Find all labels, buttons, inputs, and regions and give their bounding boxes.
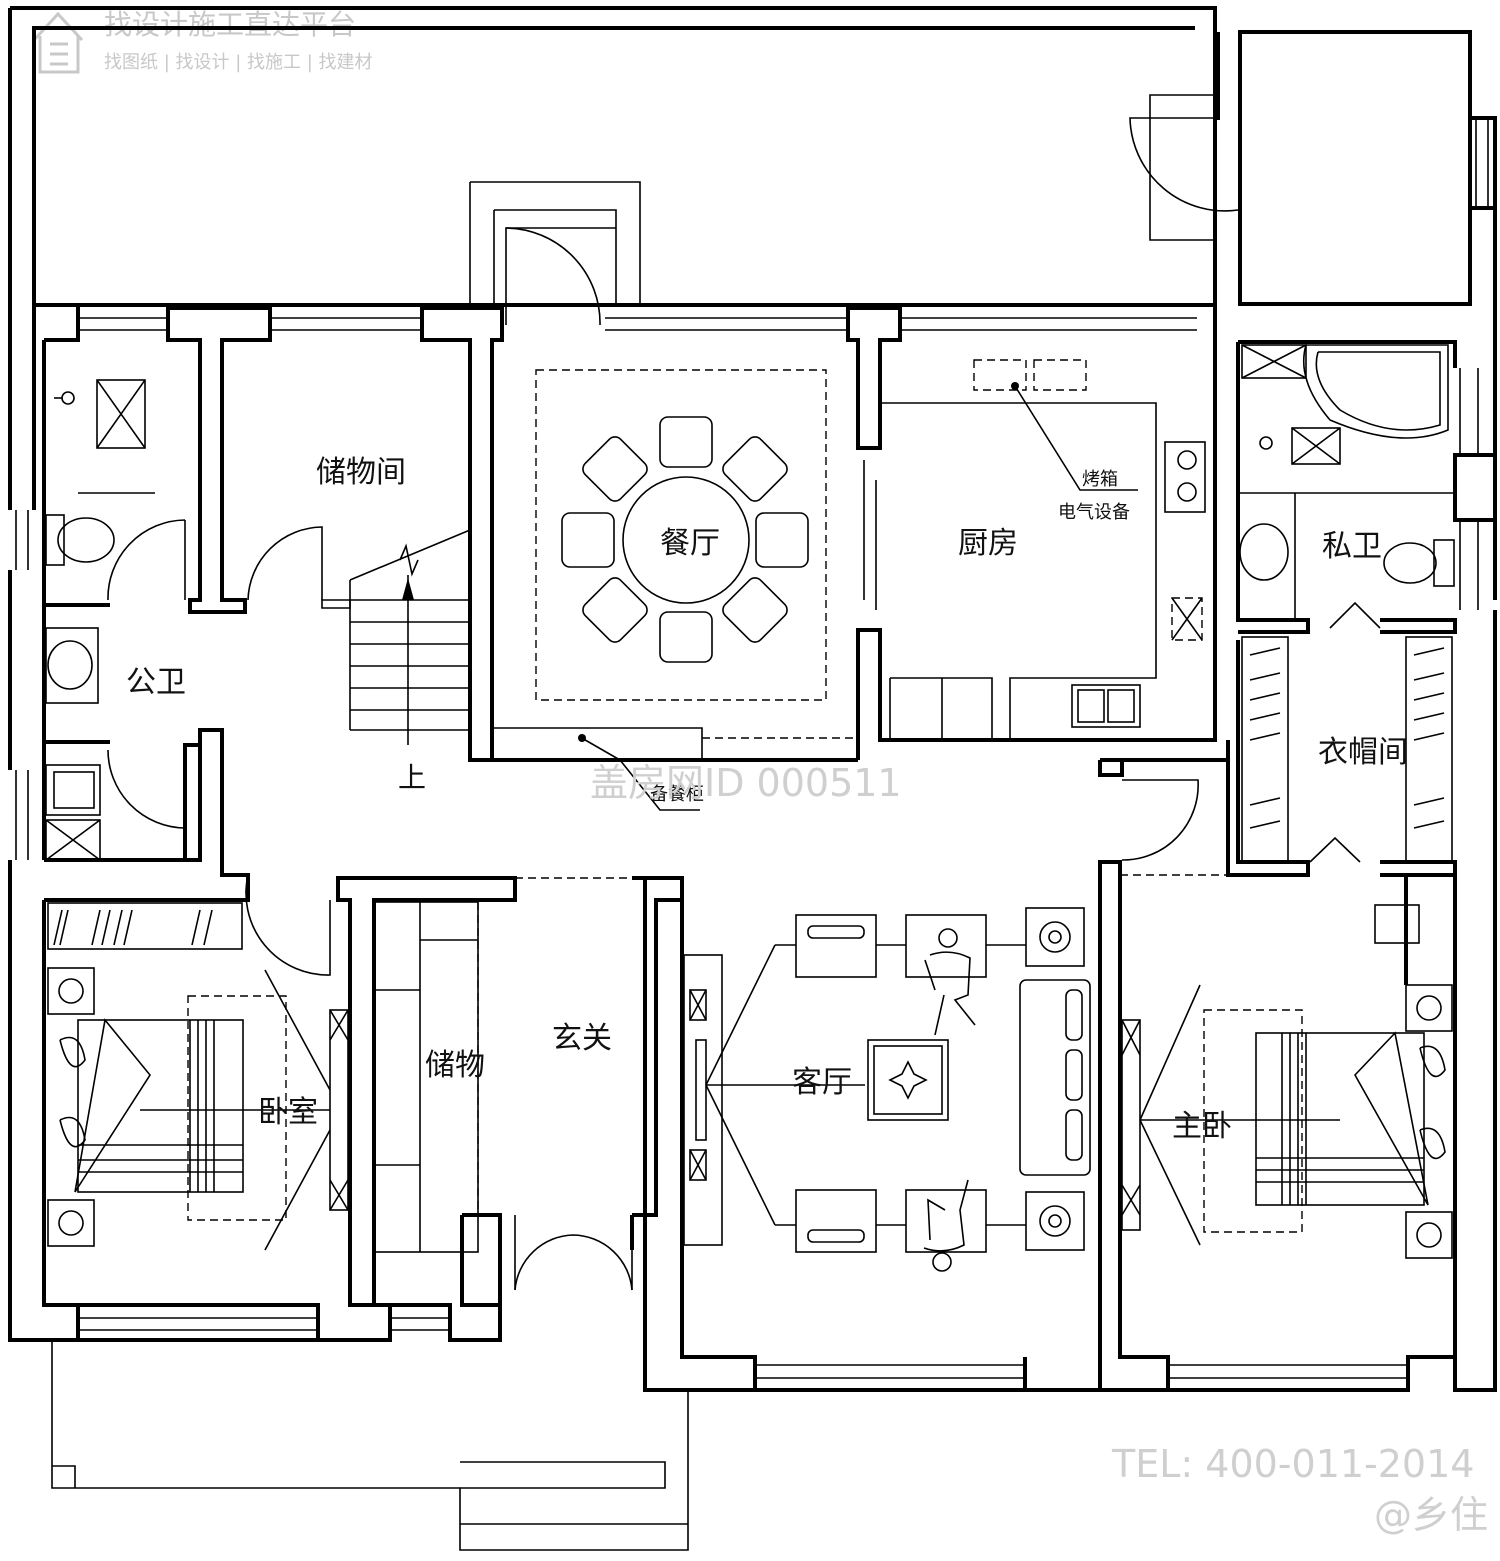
dining-label: 餐厅 [660, 526, 720, 561]
public-bath-label: 公卫 [126, 665, 186, 700]
storage-label: 储物 [425, 1048, 485, 1083]
staircase [247, 526, 471, 745]
private-bathroom [1239, 344, 1455, 629]
wardrobe [1241, 636, 1453, 863]
living-room [683, 907, 1091, 1272]
porch [51, 1340, 689, 1551]
dining-area [492, 369, 858, 811]
master-bedroom-label: 主卧 [1172, 1109, 1232, 1144]
person-figure-2-icon [923, 1179, 969, 1272]
watermark-user: @乡住 [1374, 1493, 1488, 1537]
public-bathroom [45, 379, 186, 861]
watermark-id: 盖房网ID 000511 [590, 761, 902, 805]
watermark-title: 找设计施工直达平台 [104, 8, 356, 41]
kitchen-label: 厨房 [958, 526, 1018, 561]
stairs-up-label: 上 [398, 761, 426, 794]
storage-room-label: 储物间 [316, 455, 406, 490]
rear-entry [469, 94, 1239, 326]
electrical-label: 电气设备 [1058, 502, 1130, 523]
foyer-label: 玄关 [552, 1021, 612, 1056]
private-bath-label: 私卫 [1322, 529, 1382, 564]
foyer [373, 877, 633, 1291]
watermark-tel: TEL: 400-011-2014 [1111, 1442, 1474, 1486]
living-label: 客厅 [792, 1065, 852, 1100]
person-figure-icon [924, 928, 976, 1036]
watermark-subtitle: 找图纸 | 找设计 | 找施工 | 找建材 [104, 52, 373, 73]
oven-label: 烤箱 [1082, 469, 1118, 490]
side-cabinet-label: 备餐柜 [650, 784, 704, 805]
bedroom-label: 卧室 [258, 1095, 318, 1130]
kitchen-area [863, 359, 1206, 740]
wardrobe-label: 衣帽间 [1318, 735, 1408, 770]
dining-chairs [561, 416, 809, 663]
bedroom [47, 874, 349, 1251]
watermark-logo-icon [32, 11, 84, 74]
master-bedroom [1120, 779, 1453, 1259]
windows [15, 120, 1489, 1379]
